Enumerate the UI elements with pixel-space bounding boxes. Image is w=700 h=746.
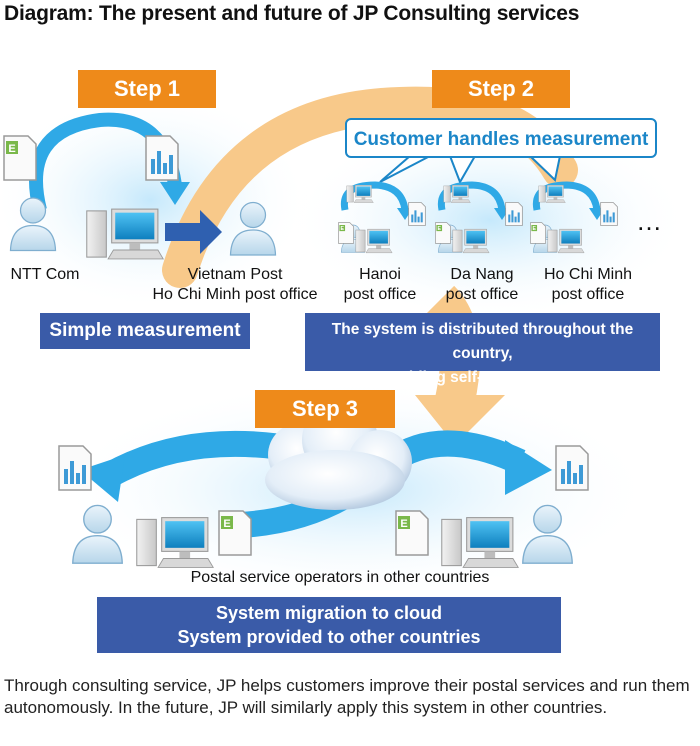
label-postal-operators: Postal service operators in other countr… bbox=[190, 569, 490, 586]
distributed-system-box: The system is distributed throughout the… bbox=[305, 313, 660, 386]
label-hanoi-post-office: post office bbox=[343, 286, 417, 303]
step3-badge: Step 3 bbox=[255, 390, 395, 428]
page-title: Diagram: The present and future of JP Co… bbox=[4, 2, 580, 25]
label-ho-chi-minh-post-office: post office bbox=[551, 286, 625, 303]
label-vietnam-post: Vietnam Post bbox=[187, 266, 283, 283]
label-da-nang-post-office: post office bbox=[445, 286, 519, 303]
migration-line-1: System migration to cloud bbox=[215, 603, 443, 623]
migration-box: System migration to cloud System provide… bbox=[97, 597, 561, 653]
right-chart-document-icon bbox=[555, 445, 589, 491]
left-chart-document-icon bbox=[58, 445, 92, 491]
step2-badge: Step 2 bbox=[432, 70, 570, 108]
da-nang-cluster bbox=[435, 181, 523, 254]
label-ntt-com: NTT Com bbox=[10, 266, 80, 283]
customer-handles-bubble: Customer handles measurement bbox=[345, 118, 657, 158]
step2-glow bbox=[290, 120, 690, 320]
computer-icon bbox=[86, 208, 164, 260]
caption-text: Through consulting service, JP helps cus… bbox=[4, 676, 690, 717]
e-document-icon bbox=[3, 135, 37, 181]
left-e-document-icon bbox=[218, 510, 252, 556]
distributed-line-1: The system is distributed throughout the… bbox=[331, 321, 634, 362]
ellipsis-more: … bbox=[636, 206, 664, 236]
chart-document-icon bbox=[145, 135, 179, 181]
label-hcm-post-office: Ho Chi Minh post office bbox=[152, 286, 318, 303]
step1-badge: Step 1 bbox=[78, 70, 216, 108]
simple-measurement-box: Simple measurement bbox=[40, 313, 250, 349]
flow-arrow-head bbox=[415, 395, 505, 445]
label-da-nang: Da Nang bbox=[450, 266, 514, 283]
ho-chi-minh-cluster bbox=[530, 181, 618, 254]
right-arrow-icon bbox=[165, 210, 222, 254]
left-computer-icon bbox=[136, 517, 214, 568]
label-hanoi: Hanoi bbox=[359, 266, 401, 283]
label-ho-chi-minh: Ho Chi Minh bbox=[543, 266, 633, 283]
right-e-document-icon bbox=[395, 510, 429, 556]
migration-line-2: System provided to other countries bbox=[177, 627, 481, 647]
distributed-line-2: enabling self-measurement bbox=[382, 369, 583, 386]
hanoi-cluster bbox=[338, 181, 426, 254]
right-computer-icon bbox=[441, 517, 519, 568]
